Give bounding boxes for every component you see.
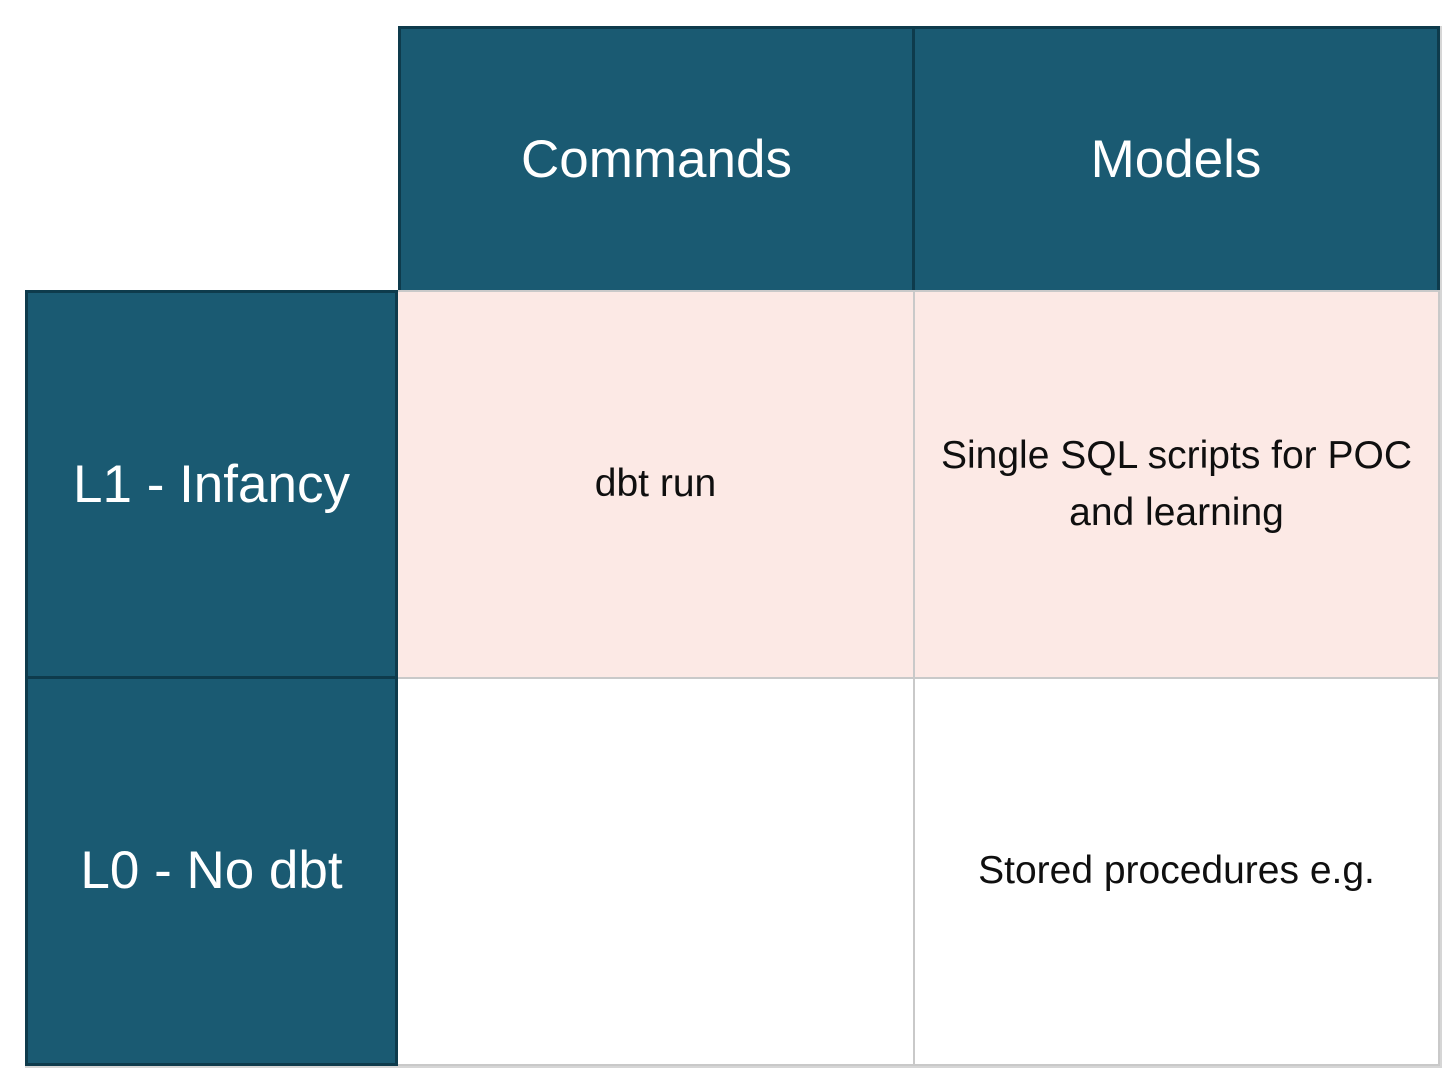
column-header-models: Models (915, 26, 1440, 290)
row-header-l0-no-dbt: L0 - No dbt (25, 679, 398, 1066)
column-header-models-label: Models (1090, 129, 1262, 189)
row-header-l1-infancy: L1 - Infancy (25, 290, 398, 679)
cell-l1-commands: dbt run (398, 290, 915, 679)
column-header-commands-label: Commands (521, 129, 792, 189)
row-header-l1-label: L1 - Infancy (73, 454, 350, 514)
table-corner-spacer (25, 26, 398, 290)
cell-l0-commands (398, 679, 915, 1066)
cell-l0-models-text: Stored procedures e.g. (978, 849, 1375, 893)
column-header-commands: Commands (398, 26, 915, 290)
cell-l1-commands-text: dbt run (594, 462, 717, 506)
cell-l1-models-text: Single SQL scripts for POC and learning (940, 433, 1413, 534)
cell-l1-models: Single SQL scripts for POC and learning (915, 290, 1440, 679)
row-header-l0-label: L0 - No dbt (80, 841, 343, 901)
table-grid: Commands Models L1 - Infancy dbt run Sin… (25, 26, 1440, 1066)
cell-l0-models: Stored procedures e.g. (915, 679, 1440, 1066)
maturity-table: Commands Models L1 - Infancy dbt run Sin… (25, 26, 1442, 1068)
